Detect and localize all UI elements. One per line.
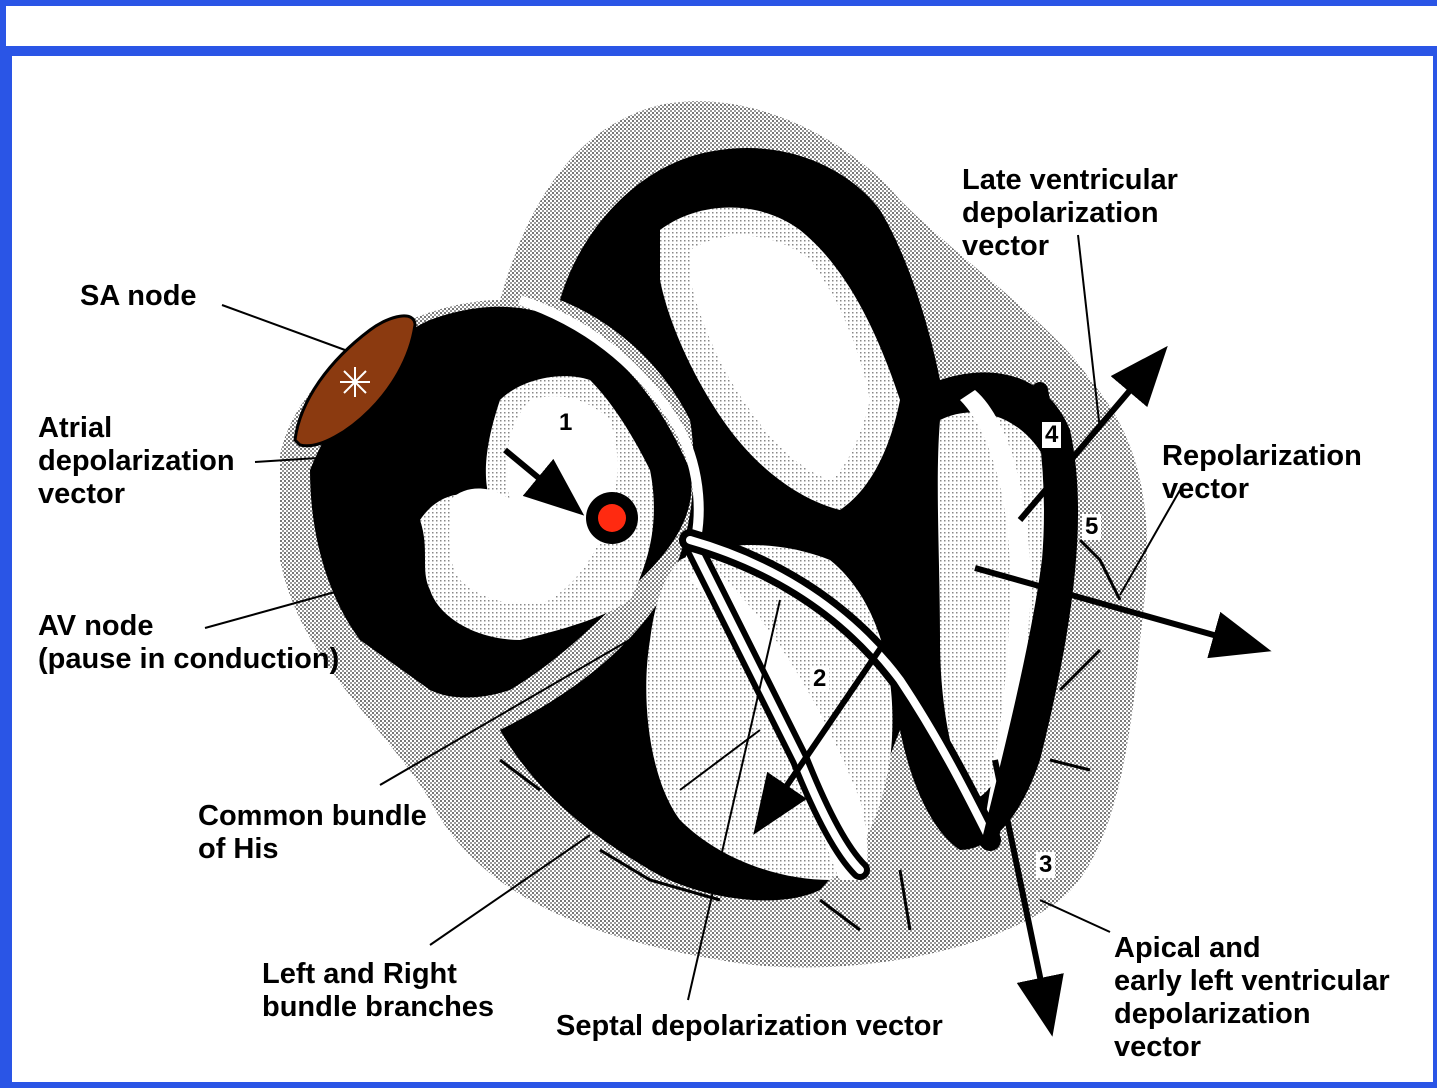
late-vector-label: Late ventricular depolarization vector xyxy=(962,164,1178,263)
bundle-branches-label: Left and Right bundle branches xyxy=(262,958,494,1024)
vector-number-2: 2 xyxy=(810,666,829,692)
vector-number-3: 3 xyxy=(1036,852,1055,878)
vector-number-5: 5 xyxy=(1082,514,1101,540)
septal-vector-label: Septal depolarization vector xyxy=(556,1010,943,1043)
apical-vector-label: Apical and early left ventricular depola… xyxy=(1114,932,1390,1064)
vector-number-4: 4 xyxy=(1042,422,1061,448)
common-bundle-label: Common bundle of His xyxy=(198,800,427,866)
sa-node-spark-icon xyxy=(340,367,370,397)
atrial-vector-label: Atrial depolarization vector xyxy=(38,412,235,511)
sa-node-label: SA node xyxy=(80,280,197,313)
av-node-label: AV node (pause in conduction) xyxy=(38,610,339,676)
repolarization-vector-label: Repolarization vector xyxy=(1162,440,1362,506)
av-node xyxy=(598,504,626,532)
vector-number-1: 1 xyxy=(556,410,575,436)
